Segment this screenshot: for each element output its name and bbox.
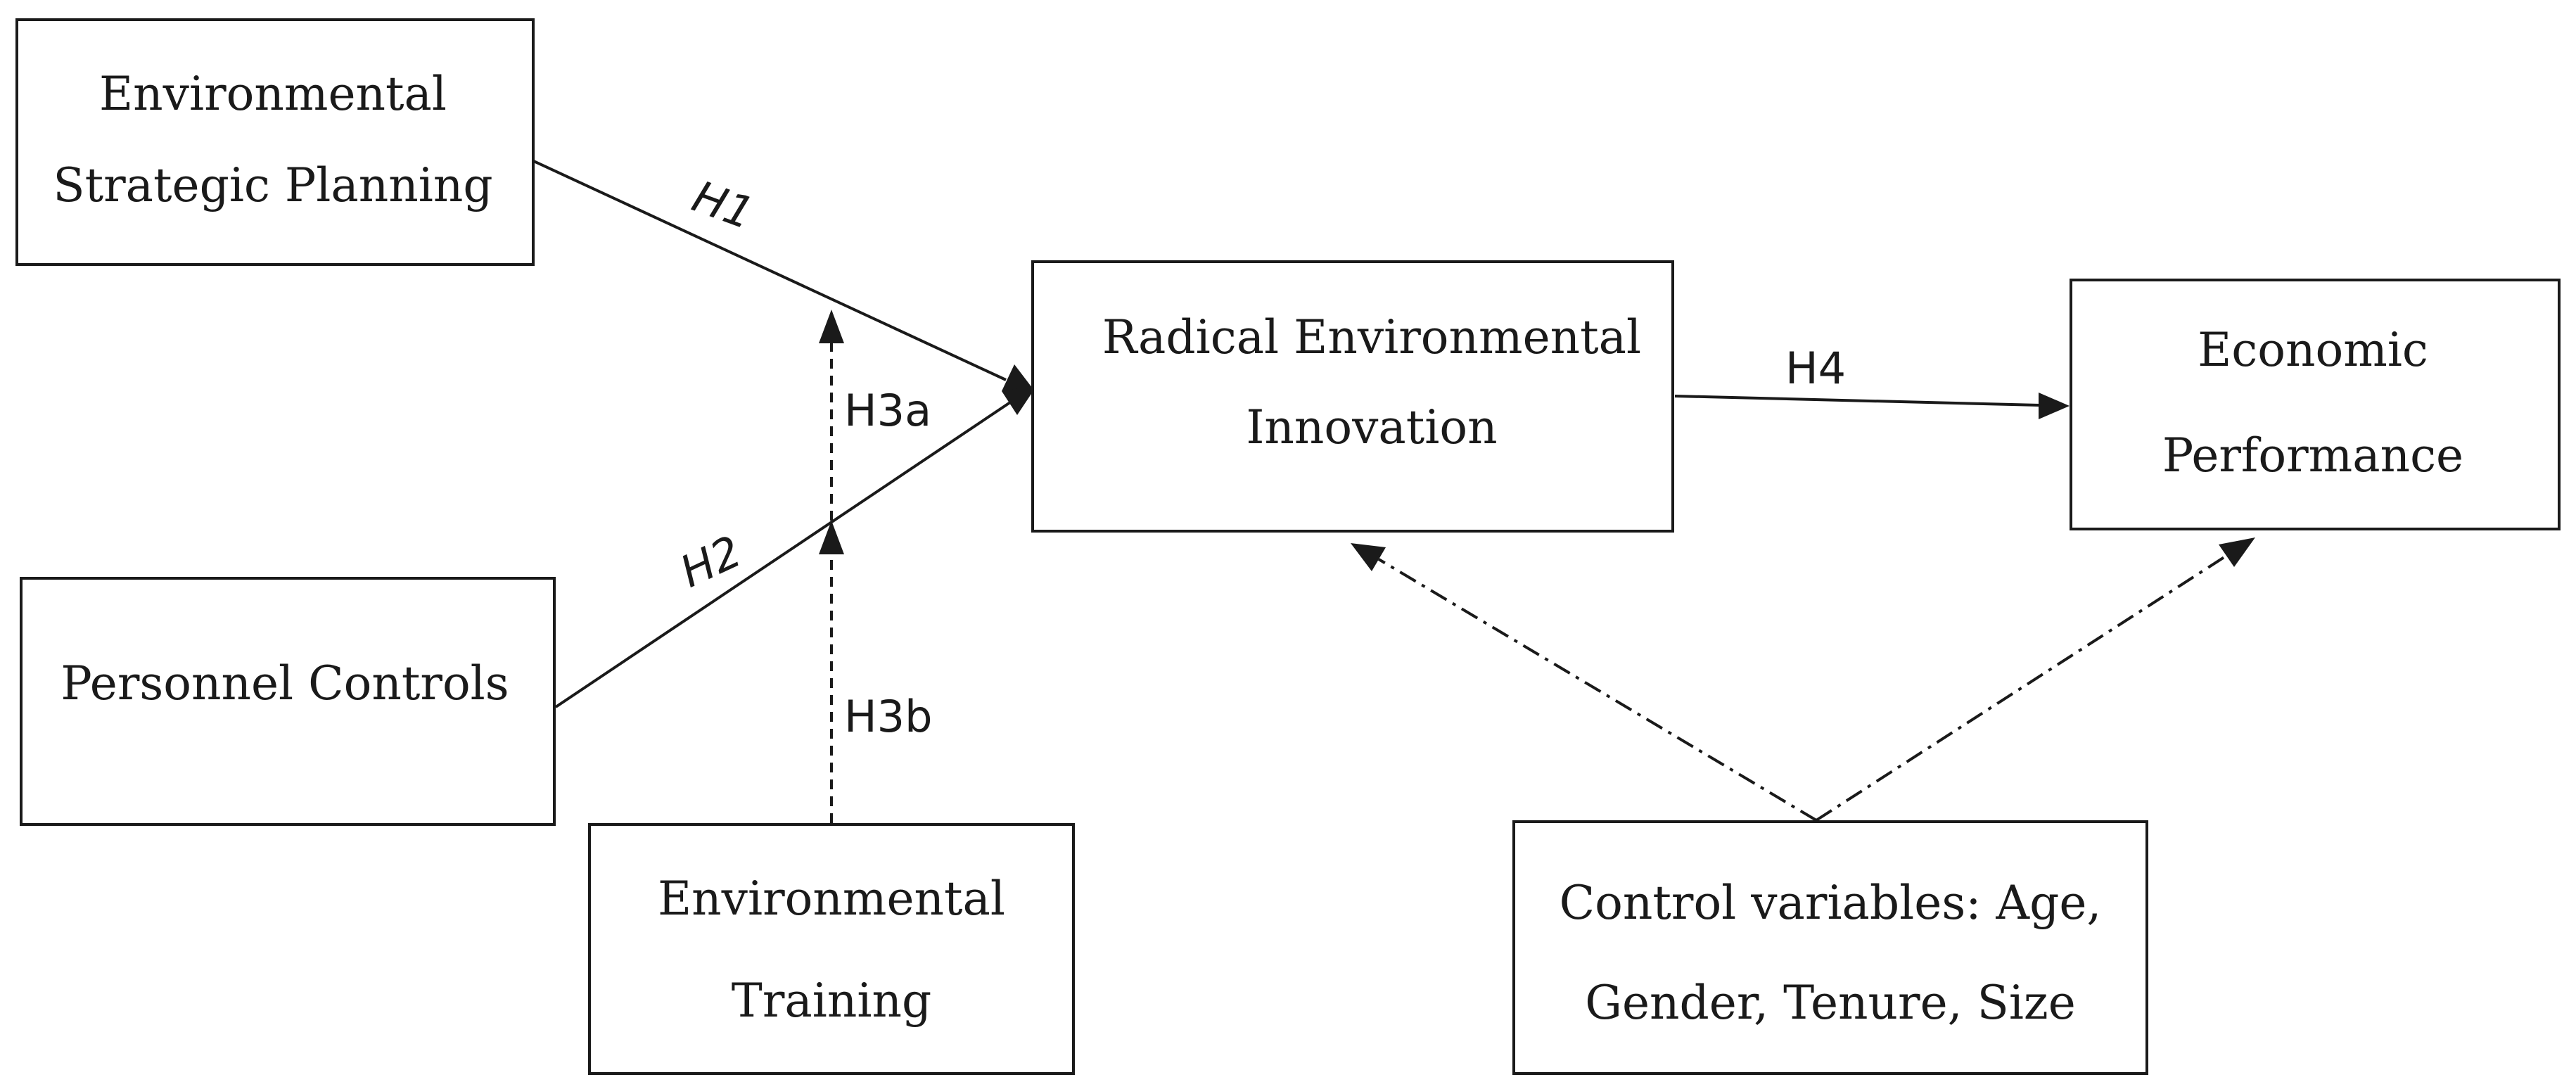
arrowhead-h2	[1002, 386, 1037, 415]
edge-h2	[554, 386, 1037, 708]
node-radical-innovation-line1: Radical Environmental	[1102, 310, 1641, 364]
node-control-variables-line2: Gender, Tenure, Size	[1585, 976, 2076, 1030]
label-h3a: H3a	[844, 385, 931, 436]
label-h4: H4	[1785, 343, 1846, 394]
node-environmental-training: Environmental Training	[588, 823, 1075, 1075]
node-personnel-controls-line1: Personnel Controls	[60, 656, 509, 711]
arrowhead-controls-innovation	[1351, 543, 1386, 571]
arrowhead-h4	[2039, 393, 2070, 419]
node-strategic-planning: Environmental Strategic Planning	[15, 18, 535, 266]
node-environmental-training-line1: Environmental	[658, 872, 1005, 926]
node-economic-performance-line1: Economic	[2198, 323, 2428, 377]
node-control-variables: Control variables: Age, Gender, Tenure, …	[1512, 820, 2148, 1075]
arrowhead-h1	[1002, 364, 1037, 394]
node-radical-innovation: Radical Environmental Innovation	[1031, 260, 1674, 533]
edge-h4	[1674, 393, 2070, 419]
edge-h3	[819, 310, 844, 823]
arrowhead-h3a	[819, 310, 844, 343]
node-personnel-controls: Personnel Controls	[20, 577, 556, 826]
node-economic-performance-line2: Performance	[2162, 428, 2463, 483]
edge-h1	[527, 157, 1037, 394]
node-radical-innovation-line2: Innovation	[1246, 400, 1497, 454]
arrowhead-controls-performance	[2219, 537, 2255, 567]
label-h1: H1	[686, 170, 760, 239]
node-strategic-planning-line1: Environmental	[99, 67, 447, 121]
node-strategic-planning-line2: Strategic Planning	[53, 158, 492, 212]
edge-controls	[1351, 537, 2255, 822]
arrowhead-h3b	[819, 521, 844, 554]
node-environmental-training-line2: Training	[732, 974, 931, 1028]
label-h3b: H3b	[844, 691, 932, 742]
node-control-variables-line1: Control variables: Age,	[1560, 876, 2102, 930]
node-economic-performance: Economic Performance	[2070, 279, 2561, 530]
